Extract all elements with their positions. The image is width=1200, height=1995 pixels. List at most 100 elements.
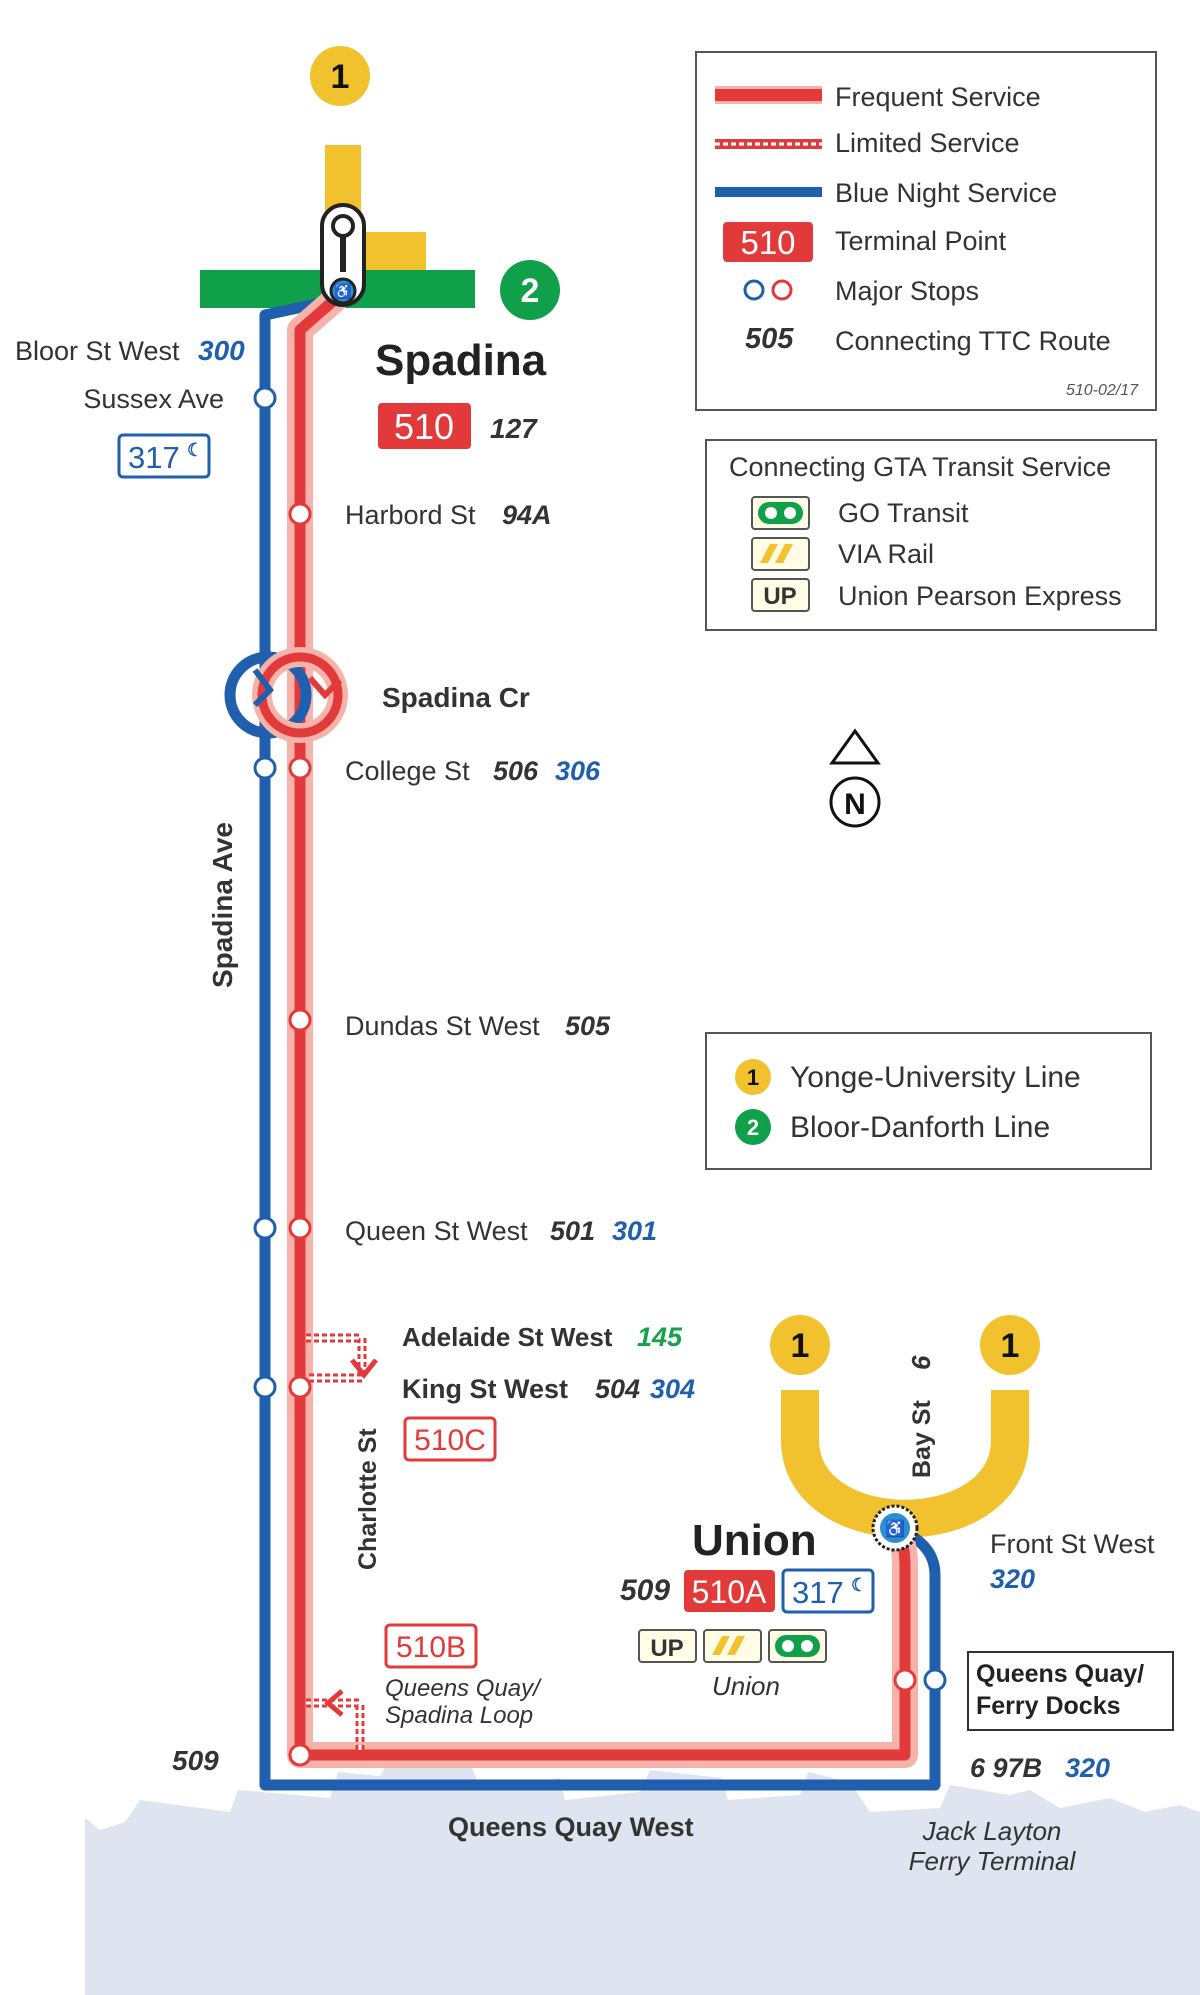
line1-badge-union-right: 1 <box>980 1315 1040 1375</box>
svg-text:Ferry Docks: Ferry Docks <box>976 1692 1121 1720</box>
jack-layton-1: Jack Layton <box>922 1816 1062 1846</box>
stop-qq-spadina-loop-2: Spadina Loop <box>385 1702 533 1729</box>
jack-layton-2: Ferry Terminal <box>909 1846 1077 1876</box>
route-304: 304 <box>650 1374 695 1404</box>
svg-text:2: 2 <box>521 272 540 310</box>
stop-king-st-west: King St West <box>402 1374 568 1404</box>
north-arrow: N <box>829 728 881 828</box>
svg-text:317: 317 <box>792 1575 844 1610</box>
line1-badge-union-left: 1 <box>770 1315 830 1375</box>
night-badge-317-sussex: 317 ☾ <box>117 433 211 479</box>
line1-track-union <box>781 1390 1029 1538</box>
svg-text:GO Transit: GO Transit <box>838 498 969 528</box>
limited-arrow-loop <box>324 1689 344 1717</box>
limited-route-adelaide-center <box>306 1336 364 1380</box>
stop-college-st: College St <box>345 756 470 786</box>
terminal-badge-510: 510 <box>378 403 471 449</box>
route-509-west: 509 <box>172 1745 219 1776</box>
svg-text:Major Stops: Major Stops <box>835 276 979 306</box>
svg-text:317: 317 <box>128 440 180 475</box>
svg-text:Blue Night Service: Blue Night Service <box>835 178 1057 208</box>
route-509-union: 509 <box>620 1574 670 1607</box>
spadina-circle-symbol <box>224 647 348 743</box>
night-stops <box>253 386 947 1692</box>
moon-icon: ☾ <box>851 1575 867 1595</box>
svg-text:1: 1 <box>791 1327 810 1365</box>
route-501: 501 <box>550 1216 595 1246</box>
line1-track-top-branch <box>361 232 426 270</box>
night-badge-317-union: 317 ☾ <box>781 1568 875 1614</box>
svg-text:Connecting GTA Transit Service: Connecting GTA Transit Service <box>729 452 1111 482</box>
union-connections: UP <box>638 1629 827 1663</box>
svg-text:510A: 510A <box>692 1574 767 1610</box>
svg-text:Yonge-University Line: Yonge-University Line <box>790 1061 1081 1094</box>
stop-harbord-st: Harbord St <box>345 500 476 530</box>
legend: Frequent Service Limited Service Blue Ni… <box>695 51 1157 411</box>
station-spadina: Spadina <box>375 336 547 385</box>
svg-text:510B: 510B <box>396 1631 466 1664</box>
accessible-icon: ♿ <box>885 1519 905 1538</box>
svg-text:1: 1 <box>747 1065 759 1090</box>
svg-text:Limited Service: Limited Service <box>835 128 1020 158</box>
route-127: 127 <box>490 413 538 444</box>
moon-icon: ☾ <box>187 440 203 460</box>
line2-badge-top: 2 <box>500 260 560 320</box>
routes-ferry: 6 97B <box>970 1753 1042 1783</box>
limited-arrow-adelaide <box>350 1358 378 1380</box>
svg-text:510: 510 <box>394 406 454 447</box>
go-transit-icon <box>765 507 777 519</box>
route-320-ferry: 320 <box>1065 1753 1110 1783</box>
svg-text:510: 510 <box>740 224 795 261</box>
stop-dundas-st-west: Dundas St West <box>345 1011 540 1041</box>
stop-bloor-st-west: Bloor St West <box>15 336 180 366</box>
stop-spadina-cr: Spadina Cr <box>382 682 530 713</box>
frequent-stops <box>288 502 917 1767</box>
limited-route-loop-center <box>306 1701 362 1752</box>
subway-lines-legend: 1 Yonge-University Line 2 Bloor-Danforth… <box>705 1032 1152 1170</box>
limited-route-adelaide <box>306 1333 367 1383</box>
route-94a: 94A <box>502 500 552 530</box>
station-union: Union <box>692 1516 817 1565</box>
route-301: 301 <box>612 1216 657 1246</box>
route-320-front: 320 <box>990 1564 1035 1594</box>
svg-text:510C: 510C <box>414 1424 486 1457</box>
street-charlotte-st: Charlotte St <box>354 1428 382 1570</box>
svg-text:1: 1 <box>1001 1327 1020 1365</box>
qq-ferry-docks-box: Queens Quay/ Ferry Docks <box>967 1651 1174 1731</box>
street-queens-quay-west: Queens Quay West <box>448 1812 694 1842</box>
waterfront-silhouette <box>85 1755 1200 1995</box>
svg-text:Union Pearson Express: Union Pearson Express <box>838 581 1122 611</box>
svg-text:VIA Rail: VIA Rail <box>838 539 934 569</box>
stop-qq-spadina-loop-1: Queens Quay/ <box>385 1675 542 1702</box>
svg-text:510-02/17: 510-02/17 <box>1066 382 1139 399</box>
svg-text:Bloor-Danforth Line: Bloor-Danforth Line <box>790 1111 1050 1144</box>
stop-sussex-ave: Sussex Ave <box>83 384 224 414</box>
stop-queen-st-west: Queen St West <box>345 1216 528 1246</box>
svg-text:Connecting TTC Route: Connecting TTC Route <box>835 326 1111 356</box>
route-300: 300 <box>198 335 245 366</box>
union-station-symbol: ♿ <box>871 1504 919 1552</box>
svg-text:Terminal Point: Terminal Point <box>835 226 1007 256</box>
via-rail-icon <box>760 544 778 563</box>
line1-badge-top: 1 <box>310 46 370 106</box>
stop-adelaide-st-west: Adelaide St West <box>402 1322 613 1352</box>
route-505: 505 <box>565 1011 611 1041</box>
terminal-badge-510a: 510A <box>684 1570 775 1612</box>
terminal-badge-510c: 510C <box>403 1416 497 1462</box>
svg-text:2: 2 <box>747 1115 759 1140</box>
route-145: 145 <box>637 1322 683 1352</box>
route-506: 506 <box>493 756 539 786</box>
route-504: 504 <box>595 1374 640 1404</box>
up-express-icon: UP <box>763 583 796 610</box>
svg-text:Queens Quay/: Queens Quay/ <box>976 1660 1144 1688</box>
stop-front-st-west: Front St West <box>990 1529 1155 1559</box>
svg-text:Frequent Service: Frequent Service <box>835 82 1041 112</box>
street-spadina-ave: Spadina Ave <box>207 822 238 988</box>
route-6-bay: 6 <box>906 1355 936 1370</box>
union-sub-label: Union <box>712 1671 780 1701</box>
svg-text:505: 505 <box>745 323 794 355</box>
gta-connections: Connecting GTA Transit Service GO Transi… <box>705 439 1157 631</box>
svg-text:♿: ♿ <box>334 283 351 300</box>
svg-text:1: 1 <box>331 58 350 96</box>
